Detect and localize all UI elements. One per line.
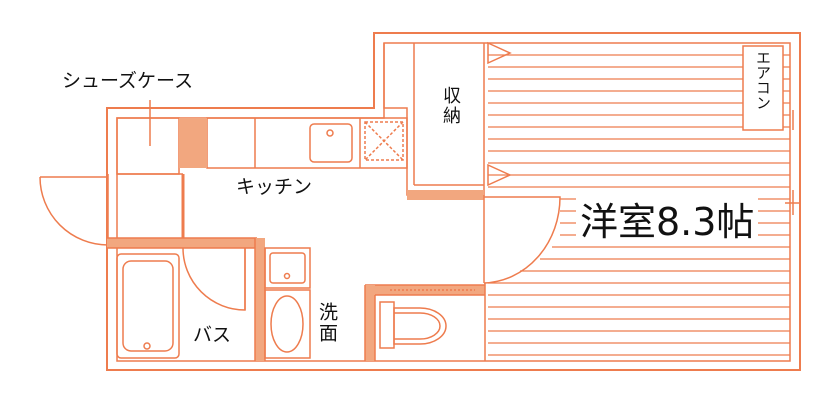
storage-label: 収納 [440,86,461,126]
bath-label: バス [193,324,232,346]
wash-basin [264,247,311,289]
toilet-bowl [393,307,447,345]
western-room-label: 洋室8.3帖 [576,191,759,246]
bath-door-swing [182,247,246,311]
kitchen-label: キッチン [236,176,313,198]
shoe-case [116,117,180,175]
bathtub [116,253,180,359]
storage-closet [383,43,485,196]
sink [309,123,353,163]
shoe-case-label: シューズケース [62,70,194,92]
entrance-door-swing [39,176,109,246]
aircon-label: エアコン [754,50,772,110]
toilet-tank [379,301,395,349]
washroom-label: 洗面 [316,302,338,344]
aircon-box [742,45,784,131]
outer-wall-outer [106,32,801,371]
storage-door-top [487,41,512,65]
room-door-swing [483,196,561,284]
washing-machine [264,289,311,359]
